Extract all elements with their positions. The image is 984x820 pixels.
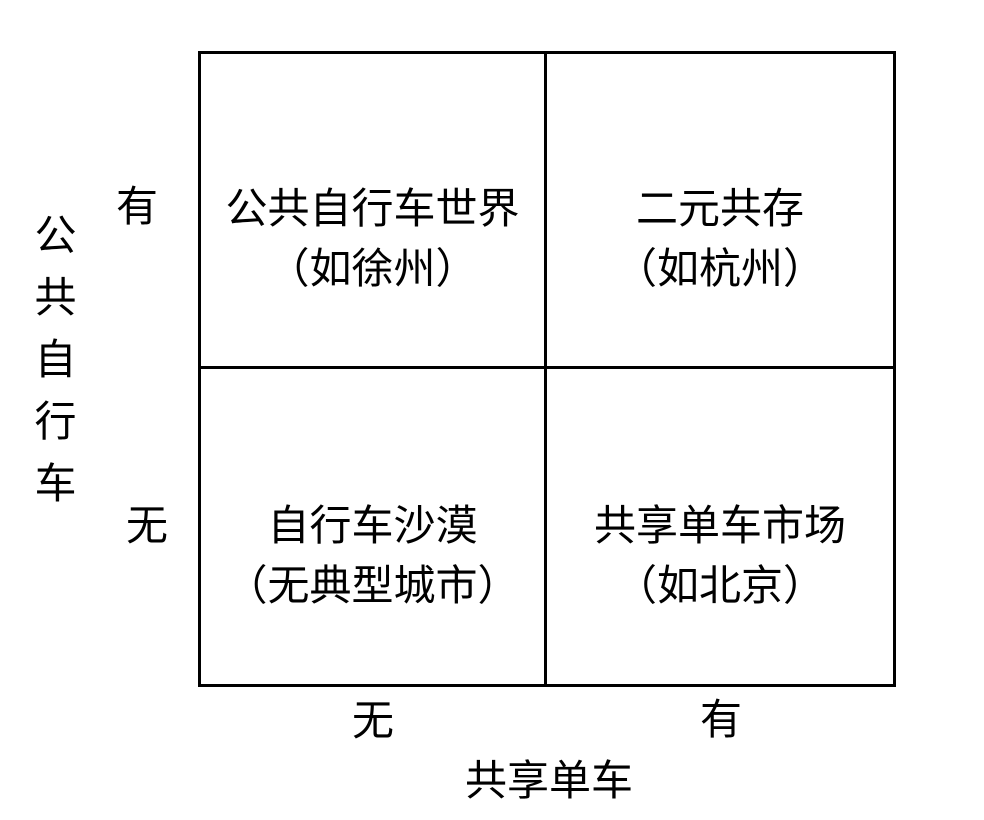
y-axis-label-top: 有 [115,185,159,231]
quadrant-cell-top-left: 公共自行车世界 （如徐州） [201,54,547,369]
quadrant-subtitle: （如徐州） [267,247,478,293]
quadrant-text: 公共自行车世界 （如徐州） [225,180,519,300]
quadrant-subtitle: （无典型城市） [225,563,520,610]
quadrant-title: 自行车沙漠 [267,503,478,550]
quadrant-cell-bottom-right: 共享单车市场 （如北京） [547,369,893,684]
quadrant-text: 自行车沙漠 （无典型城市） [225,497,519,617]
y-axis-title: 公共自行车 [28,213,74,523]
x-axis-label-left: 无 [351,699,395,745]
x-axis-title: 共享单车 [464,759,634,805]
quadrant-subtitle: （如杭州） [614,247,825,293]
y-axis-label-bottom: 无 [125,504,169,550]
quadrant-cell-bottom-left: 自行车沙漠 （无典型城市） [201,369,547,684]
quadrant-text: 共享单车市场 （如北京） [594,497,846,617]
quadrant-title: 二元共存 [635,187,804,233]
quadrant-text: 二元共存 （如杭州） [615,180,825,300]
matrix-grid: 公共自行车世界 （如徐州） 二元共存 （如杭州） 自行车沙漠 （无典型城市） 共… [198,51,896,687]
x-axis-label-right: 有 [699,698,743,744]
quadrant-subtitle: （如北京） [614,563,825,610]
quadrant-title: 公共自行车世界 [225,187,520,233]
quadrant-cell-top-right: 二元共存 （如杭州） [547,54,893,369]
quadrant-title: 共享单车市场 [593,503,846,550]
